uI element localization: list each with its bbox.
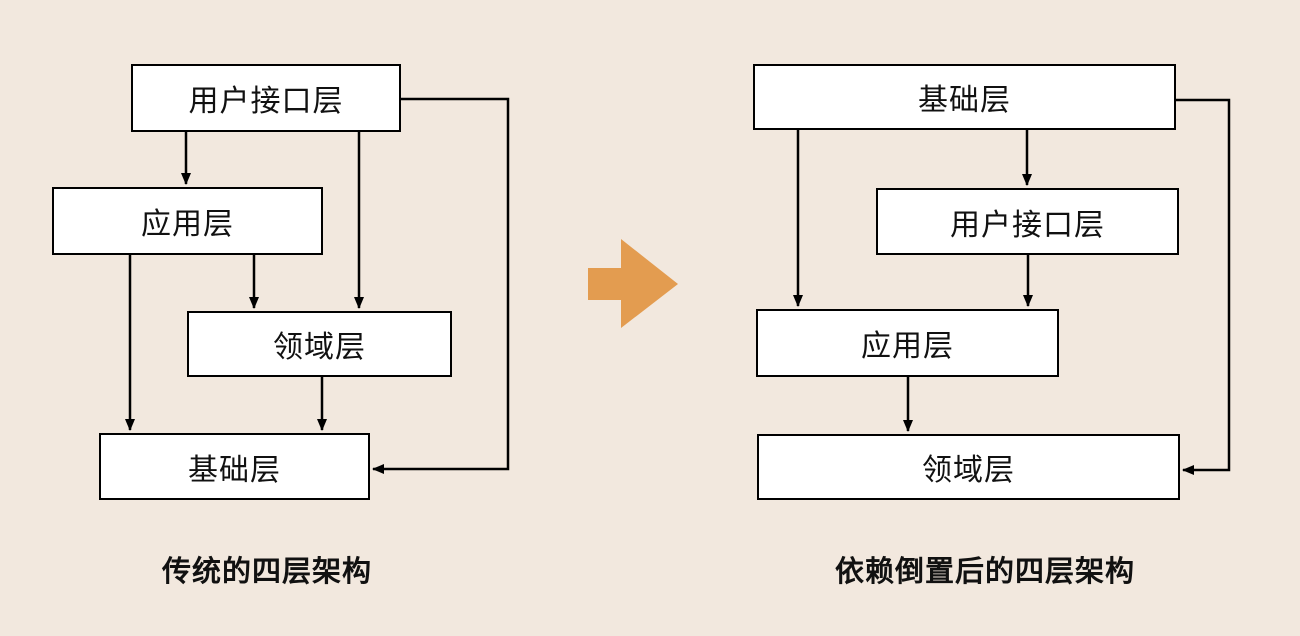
right-box-domain-layer: 领域层 [757, 434, 1180, 500]
box-label: 基础层 [918, 84, 1011, 117]
box-label: 应用层 [141, 208, 234, 241]
left-box-application-layer: 应用层 [52, 187, 323, 255]
box-label: 应用层 [861, 330, 954, 363]
right-diagram-caption: 依赖倒置后的四层架构 [834, 556, 1135, 588]
right-box-infrastructure-layer: 基础层 [753, 64, 1176, 130]
connector-right-infra-to-domain-feedback [1176, 98, 1231, 475]
left-box-infrastructure-layer: 基础层 [99, 433, 370, 500]
right-box-user-interface-layer: 用户接口层 [876, 188, 1179, 255]
right-arrow-icon [588, 239, 678, 328]
connector-left-ui-to-infra-feedback [372, 97, 510, 474]
left-box-user-interface-layer: 用户接口层 [131, 64, 401, 132]
left-diagram-caption: 传统的四层架构 [161, 556, 372, 588]
box-label: 用户接口层 [950, 208, 1105, 242]
box-label: 基础层 [188, 453, 281, 487]
box-label: 领域层 [922, 454, 1015, 487]
box-label: 用户接口层 [188, 85, 344, 118]
box-label: 领域层 [273, 331, 366, 364]
right-box-application-layer: 应用层 [756, 309, 1059, 377]
left-box-domain-layer: 领域层 [187, 311, 452, 377]
